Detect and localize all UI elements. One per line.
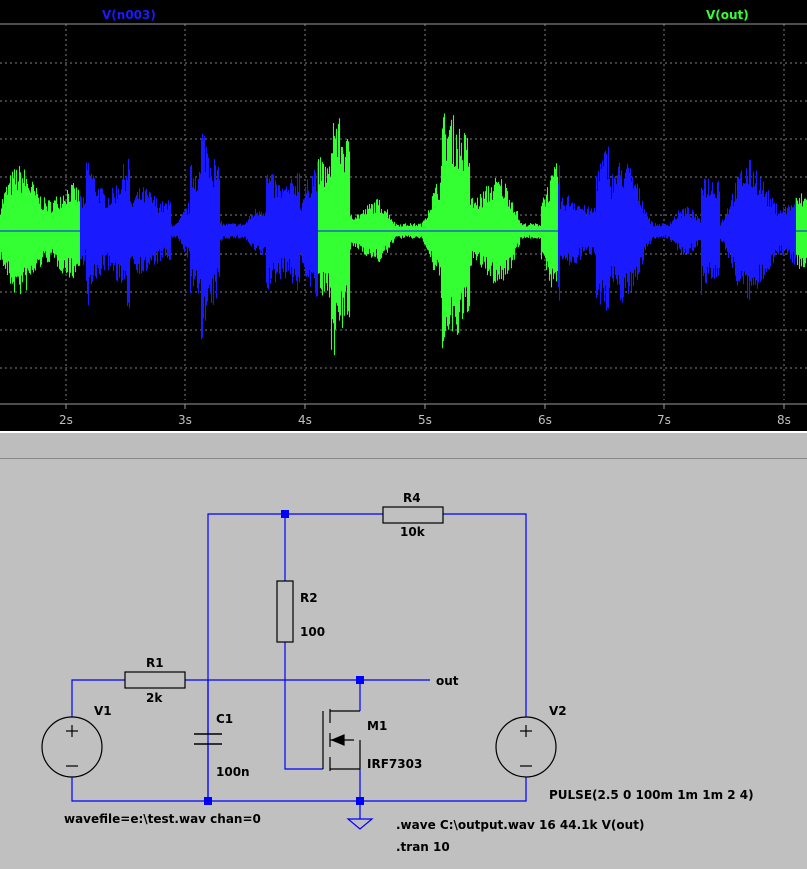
r4-name: R4 [403,491,421,505]
waveform-plot[interactable]: 2s 3s 4s 5s 6s 7s 8s V(n003) V(out) [0,0,807,431]
junction-dots [204,510,364,805]
waveform-plot-pane[interactable]: 2s 3s 4s 5s 6s 7s 8s V(n003) V(out) [0,0,807,431]
x-tick-label: 5s [418,413,432,427]
c1-name: C1 [216,712,233,726]
capacitor-c1[interactable]: C1 100n [194,712,250,779]
resistor-r1[interactable]: R1 2k [124,656,186,705]
r2-name: R2 [300,591,318,605]
trace-segment [79,133,319,340]
trace-segment [0,165,81,295]
m1-name: M1 [367,719,387,733]
r1-value: 2k [146,691,163,705]
voltage-source-v1[interactable]: V1 wavefile=e:\test.wav chan=0 [41,704,261,826]
x-tick-label: 4s [298,413,312,427]
x-tick-label: 6s [538,413,552,427]
x-tick-label: 8s [777,413,791,427]
wires [71,513,527,819]
trace-label-vout[interactable]: V(out) [706,8,749,22]
spice-directive-tran[interactable]: .tran 10 [396,840,450,854]
spice-directive-wave[interactable]: .wave C:\output.wav 16 44.1k V(out) [396,818,644,832]
schematic-canvas[interactable]: R4 10k R2 100 R1 2k C1 100n [0,459,807,869]
mosfet-m1[interactable]: M1 IRF7303 [322,709,422,771]
net-label-out[interactable]: out [436,674,459,688]
r1-name: R1 [146,656,164,670]
r4-value: 10k [400,525,426,539]
v2-value: PULSE(2.5 0 100m 1m 1m 2 4) [549,788,754,802]
resistor-r4[interactable]: R4 10k [382,491,444,539]
plot-traces [0,113,807,356]
x-tick-label: 2s [59,413,73,427]
v2-name: V2 [549,704,567,718]
trace-label-vn003[interactable]: V(n003) [102,8,156,22]
m1-value: IRF7303 [367,757,422,771]
v1-value: wavefile=e:\test.wav chan=0 [64,812,261,826]
x-tick-label: 3s [178,413,192,427]
x-axis-ticks: 2s 3s 4s 5s 6s 7s 8s [59,404,791,427]
r2-value: 100 [300,625,325,639]
v1-name: V1 [94,704,112,718]
ground-symbol[interactable] [346,818,374,830]
plot-grid [0,23,807,405]
pane-splitter[interactable] [0,431,807,459]
schematic-editor-pane[interactable]: R4 10k R2 100 R1 2k C1 100n [0,459,807,869]
trace-segment [317,113,559,356]
resistor-r2[interactable]: R2 100 [276,580,325,643]
c1-value: 100n [216,765,250,779]
x-tick-label: 7s [657,413,671,427]
voltage-source-v2[interactable]: V2 PULSE(2.5 0 100m 1m 1m 2 4) [495,704,754,802]
trace-segment [557,146,797,311]
